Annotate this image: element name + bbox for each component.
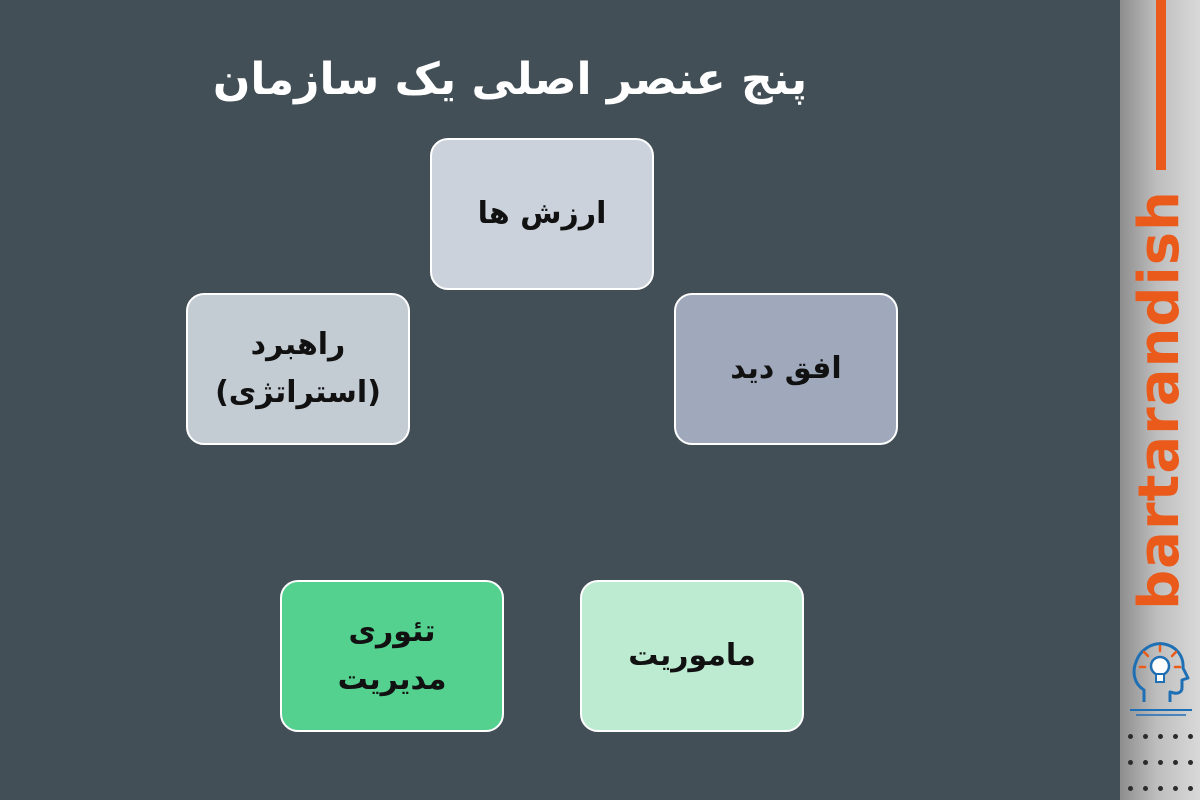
strategy-sublabel: (استراتژی)	[215, 375, 381, 410]
page-title: پنج عنصر اصلی یک سازمان	[212, 54, 808, 105]
lightbulb-head-icon	[1126, 632, 1196, 722]
mission-box: ماموریت	[580, 580, 804, 732]
brand-wordmark: bartarandish	[1127, 190, 1192, 610]
vision-box: افق دید	[674, 293, 898, 445]
management-theory-box: تئوری مدیریت	[280, 580, 504, 732]
management-theory-label-line2: مدیریت	[337, 662, 447, 697]
vision-label: افق دید	[730, 351, 842, 386]
mission-label: ماموریت	[628, 638, 756, 673]
strategy-label: راهبرد	[250, 327, 346, 362]
strategy-box: راهبرد (استراتژی)	[186, 293, 410, 445]
management-theory-label-line1: تئوری	[348, 614, 436, 649]
brand-accent-line	[1156, 0, 1166, 170]
decorative-dots	[1126, 730, 1196, 796]
values-label: ارزش ها	[477, 196, 607, 231]
values-box: ارزش ها	[430, 138, 654, 290]
